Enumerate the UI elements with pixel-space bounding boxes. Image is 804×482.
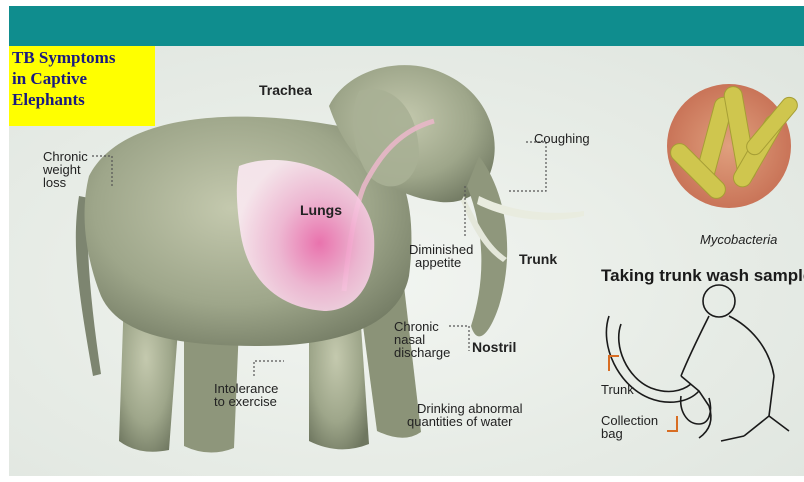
inset-trunk-label: Trunk: [601, 383, 634, 396]
label-trachea: Trachea: [259, 84, 312, 97]
inset-heading: Taking trunk wash sample: [601, 266, 804, 286]
title-box: TB Symptoms in Captive Elephants: [9, 46, 155, 126]
label-trunk: Trunk: [519, 253, 557, 266]
label-to-exercise: to exercise: [214, 395, 277, 408]
header-bar: [9, 6, 804, 46]
label-discharge: discharge: [394, 346, 450, 359]
label-loss: loss: [43, 176, 66, 189]
label-lungs: Lungs: [300, 204, 342, 217]
title-line-3: Elephants: [12, 90, 85, 110]
title-line-1: TB Symptoms: [12, 48, 115, 68]
title-line-2: in Captive: [12, 69, 87, 89]
label-quantities: quantities of water: [407, 415, 513, 428]
inset-bag-label: bag: [601, 427, 623, 440]
label-mycobacteria: Mycobacteria: [700, 233, 777, 246]
label-nostril: Nostril: [472, 341, 516, 354]
label-coughing: Coughing: [534, 132, 590, 145]
label-appetite: appetite: [415, 256, 461, 269]
mycobacteria-image: [667, 84, 801, 208]
